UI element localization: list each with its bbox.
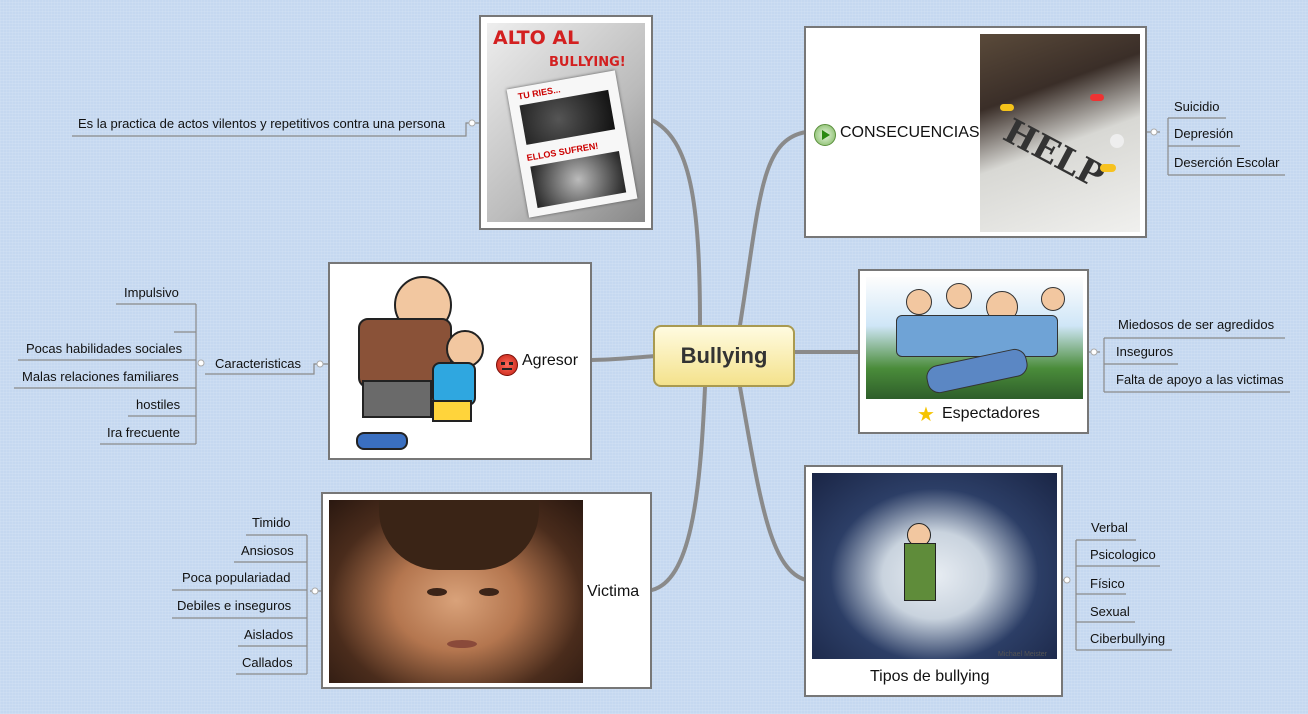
- poster-title-2: BULLYING!: [549, 55, 626, 70]
- play-icon: [814, 124, 836, 146]
- victima-node[interactable]: Victima: [321, 492, 652, 689]
- star-icon: ★: [917, 404, 935, 426]
- agresor-leaf-2[interactable]: Pocas habilidades sociales: [26, 341, 183, 356]
- crying-child-photo: [329, 500, 583, 683]
- agresor-leaf-3[interactable]: Malas relaciones familiares: [22, 369, 179, 384]
- pill: [1110, 134, 1124, 148]
- central-topic[interactable]: Bullying: [653, 325, 795, 387]
- espectadores-leaf-3[interactable]: Falta de apoyo a las victimas: [1116, 372, 1284, 387]
- kid-head: [946, 283, 972, 309]
- victima-leaf-3[interactable]: Poca populariadad: [182, 570, 291, 585]
- pill: [1090, 94, 1104, 101]
- help-text: HELP: [996, 111, 1111, 197]
- victima-label: Victima: [587, 583, 640, 600]
- bully-pants: [362, 380, 432, 418]
- tipos-leaf-1[interactable]: Verbal: [1091, 520, 1128, 535]
- consecuencias-label: CONSECUENCIAS: [840, 124, 980, 141]
- poster-title-1: ALTO AL: [493, 27, 580, 49]
- consecuencias-leaf-2[interactable]: Depresión: [1174, 126, 1234, 141]
- victima-leaf-1[interactable]: Timido: [252, 515, 291, 530]
- agresor-label: Agresor: [522, 352, 579, 369]
- victima-leaf-2[interactable]: Ansiosos: [241, 543, 294, 558]
- alto-al-bullying-poster[interactable]: ALTO AL BULLYING! TU RIES... ELLOS SUFRE…: [479, 15, 653, 230]
- tipos-leaf-4[interactable]: Sexual: [1090, 604, 1130, 619]
- consecuencias-leaf-1[interactable]: Suicidio: [1174, 99, 1220, 114]
- kids-uniforms: [896, 315, 1058, 357]
- aggressor-cartoon: [336, 270, 494, 454]
- agresor-leaf-1[interactable]: Impulsivo: [124, 285, 179, 300]
- espectadores-label: Espectadores: [942, 405, 1040, 422]
- tipos-leaf-3[interactable]: Físico: [1090, 576, 1125, 591]
- tipos-leaf-2[interactable]: Psicologico: [1090, 547, 1156, 562]
- tipos-node[interactable]: Michael Meister Tipos de bullying: [804, 465, 1063, 697]
- poster-image: ALTO AL BULLYING! TU RIES... ELLOS SUFRE…: [487, 23, 645, 222]
- victim-head: [446, 330, 484, 368]
- image-credit: Michael Meister: [998, 651, 1048, 658]
- definition-leaf[interactable]: Es la practica de actos vilentos y repet…: [78, 116, 446, 131]
- victima-leaf-6[interactable]: Callados: [242, 655, 293, 670]
- victima-leaf-4[interactable]: Debiles e inseguros: [177, 598, 292, 613]
- kid-head: [906, 289, 932, 315]
- caracteristicas-label[interactable]: Caracteristicas: [215, 356, 301, 371]
- pill: [1100, 164, 1116, 172]
- pill: [1000, 104, 1014, 111]
- agresor-leaf-5[interactable]: Ira frecuente: [107, 425, 180, 440]
- consecuencias-leaf-3[interactable]: Deserción Escolar: [1174, 155, 1280, 170]
- espectadores-leaf-2[interactable]: Inseguros: [1116, 344, 1174, 359]
- agresor-leaf-4[interactable]: hostiles: [136, 397, 181, 412]
- child-hair: [379, 500, 539, 570]
- bystanders-cartoon: [866, 277, 1083, 399]
- agresor-node[interactable]: Agresor: [328, 262, 592, 460]
- pills-help-image: HELP: [980, 34, 1140, 232]
- consecuencias-node[interactable]: CONSECUENCIAS HELP: [804, 26, 1147, 238]
- child-eye: [427, 588, 447, 596]
- victima-leaf-5[interactable]: Aislados: [244, 627, 294, 642]
- child-eye: [479, 588, 499, 596]
- bully-shoe: [356, 432, 408, 450]
- victim-shorts: [432, 400, 472, 422]
- kid-head: [1041, 287, 1065, 311]
- tipos-label: Tipos de bullying: [870, 668, 990, 685]
- cyberbullying-illustration: Michael Meister: [812, 473, 1057, 659]
- child-body: [904, 543, 936, 601]
- child-mouth: [447, 640, 477, 648]
- tipos-leaf-5[interactable]: Ciberbullying: [1090, 631, 1166, 646]
- angry-face-icon: [496, 354, 518, 376]
- espectadores-leaf-1[interactable]: Miedosos de ser agredidos: [1118, 317, 1275, 332]
- espectadores-node[interactable]: ★ Espectadores: [858, 269, 1089, 434]
- poster-notebook: TU RIES... ELLOS SUFREN!: [506, 70, 638, 218]
